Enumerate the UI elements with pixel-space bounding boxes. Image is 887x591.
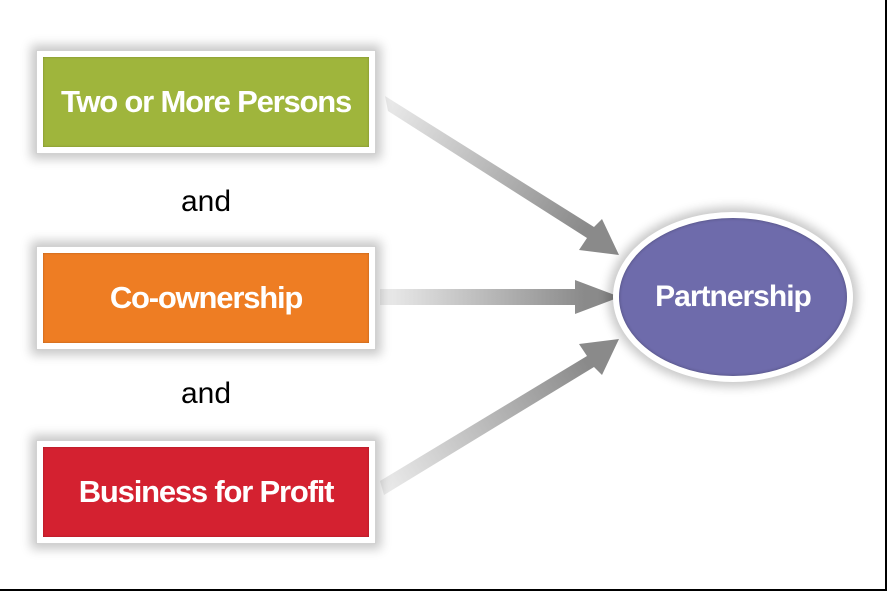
arrow-3 — [380, 339, 619, 495]
input-box-fill: Two or More Persons — [43, 57, 369, 147]
result-ellipse-partnership: Partnership — [613, 212, 853, 382]
result-label: Partnership — [655, 280, 812, 313]
input-box-fill: Business for Profit — [43, 447, 369, 537]
result-ellipse-fill: Partnership — [619, 218, 847, 376]
input-box-label: Two or More Persons — [60, 84, 352, 119]
input-box-label: Business for Profit — [78, 474, 335, 509]
connector-and: and — [180, 185, 232, 218]
connector-and: and — [180, 377, 232, 410]
input-box-two-or-more-persons: Two or More Persons — [36, 50, 376, 154]
input-box-label: Co-ownership — [109, 280, 303, 315]
input-box-business-for-profit: Business for Profit — [36, 440, 376, 544]
input-box-co-ownership: Co-ownership — [36, 246, 376, 350]
input-box-fill: Co-ownership — [43, 253, 369, 343]
arrow-2 — [380, 280, 620, 314]
arrow-1 — [385, 96, 619, 255]
